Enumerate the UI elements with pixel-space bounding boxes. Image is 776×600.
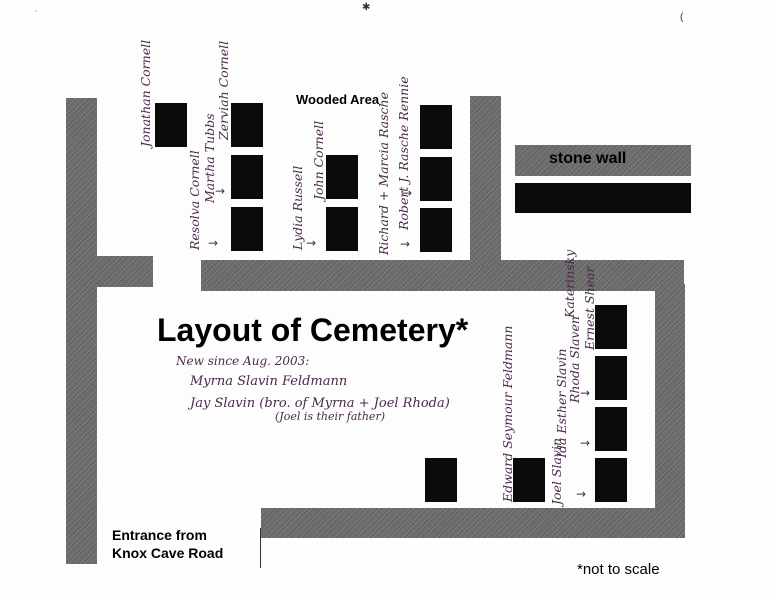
new-note-heading: New since Aug. 2003: [176,354,310,368]
plot-robert-rennie [420,157,452,201]
label-katerinsky: Katerinsky [562,249,577,318]
label-joel-slavin: Joel Slavin [549,437,564,505]
plot-jonathan-cornell [155,103,187,147]
wooded-area-label: Wooded Area [296,92,380,107]
arrow-lydia-russell: → [306,236,317,250]
plot-ernest-shear [595,305,627,349]
plot-richard-marcia-rasche [420,208,452,252]
label-edward-feldmann: Edward Seymour Feldmann [500,325,515,502]
plot-edward-feldmann [513,458,545,502]
path-center-vertical [470,96,501,266]
new-note-line1: Myrna Slavin Feldmann [190,374,348,389]
label-ernest-shear: Ernest Shear [582,266,597,350]
path-right-vertical [655,284,685,538]
path-upper-horizontal [201,260,684,291]
path-left-vertical [66,98,97,564]
new-note-line2: Jay Slavin (bro. of Myrna + Joel Rhoda) [190,396,450,411]
arrow-ida-esther-slavin: → [580,436,591,450]
label-richard-marcia-rasche: Richard + Marcia Rasche [376,92,391,255]
label-jonathan-cornell: Jonathan Cornell [138,39,153,147]
plot-rhoda-slaven [595,356,627,400]
label-resolva-cornell: Resolva Cornell [187,150,202,250]
arrow-rhoda-slaven: → [580,386,591,400]
label-lydia-russell: Lydia Russell [290,165,305,250]
stone-wall: stone wall [515,145,691,176]
arrow-richard-marcia-rasche: → [400,237,411,251]
scale-note: *not to scale [577,561,660,578]
new-note-line3: (Joel is their father) [275,410,385,423]
entrance-label-line2: Knox Cave Road [112,545,224,561]
label-robert-rennie: Robert J. Rasche Rennie [396,76,411,230]
plot-ida-esther-slavin [595,407,627,451]
wall-black-bar [515,183,691,213]
plot-unlabeled [425,458,457,502]
page-title: Layout of Cemetery* [157,312,469,348]
plot-martha-tubbs [231,155,263,199]
plot-rasche-top [420,105,452,149]
arrow-robert-rennie: → [402,186,413,200]
label-zerviah-cornell: Zerviah Cornell [216,40,231,140]
arrow-martha-tubbs: → [215,184,226,198]
plot-john-cornell [326,155,358,199]
scan-speck: ✱ [362,2,371,13]
entrance-label-line1: Entrance from [112,527,207,543]
arrow-resolva-cornell: → [208,236,219,250]
plot-lydia-russell [326,207,358,251]
plot-resolva-cornell [231,207,263,251]
plot-joel-slavin [595,458,627,502]
plot-zerviah-cornell [231,103,263,147]
stone-wall-label: stone wall [549,150,627,167]
label-john-cornell: John Cornell [311,120,326,200]
scan-speck: ( [680,12,684,23]
path-left-stub [97,256,153,287]
scan-speck: ˙ [35,10,39,21]
path-bottom-horizontal [261,508,685,538]
arrow-joel-slavin: → [576,487,587,501]
entrance-line [260,528,261,568]
